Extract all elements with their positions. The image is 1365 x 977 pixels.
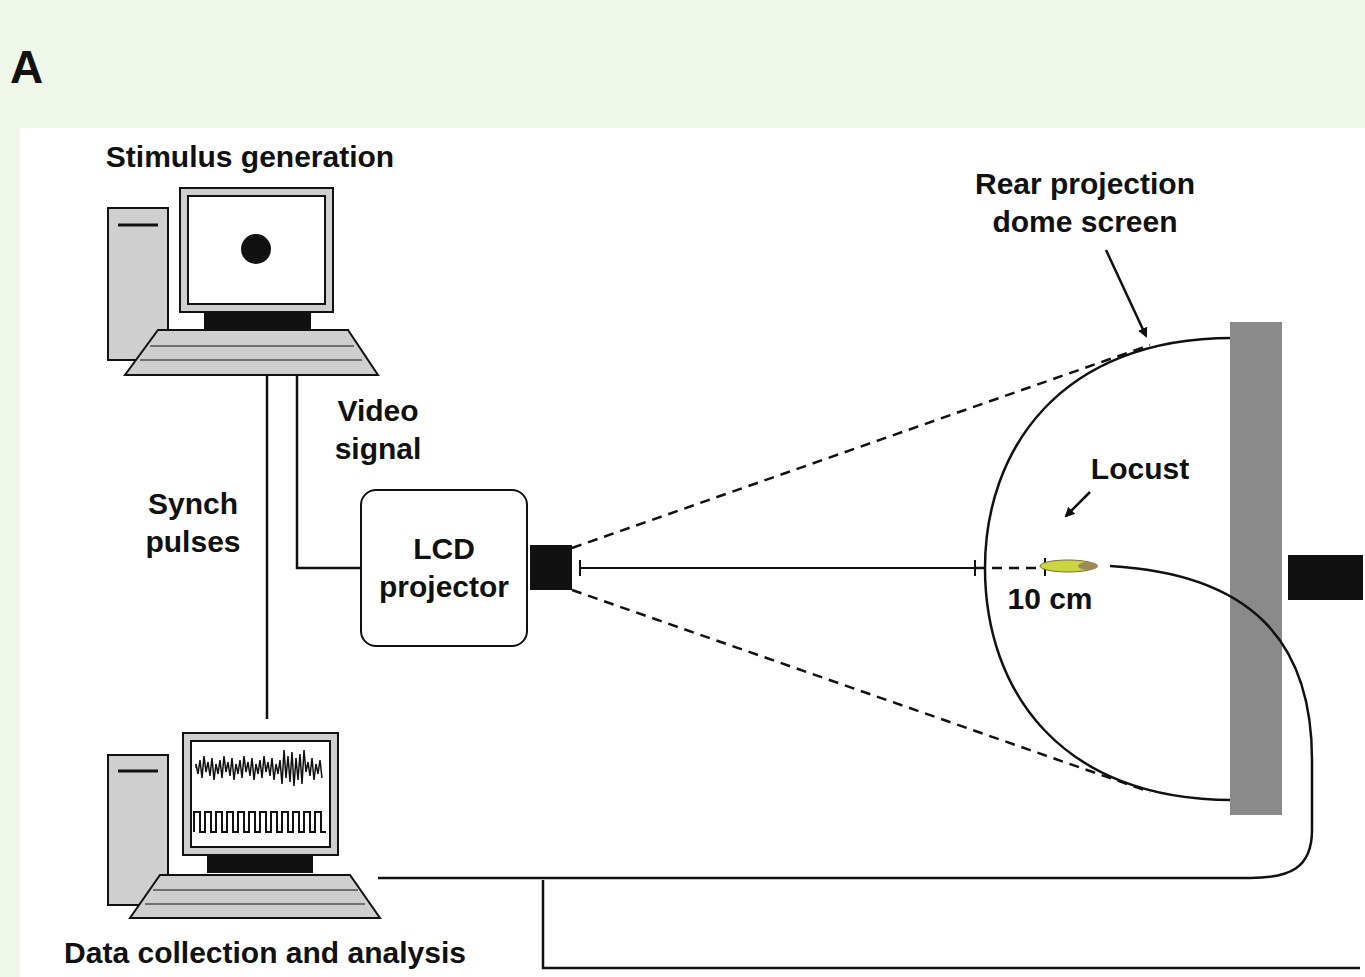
projection-cone — [572, 345, 1150, 792]
stimulus-computer — [108, 188, 378, 375]
data-computer — [108, 733, 380, 918]
part-label: Locust — [1070, 450, 1210, 488]
leader-arrow — [1106, 250, 1146, 336]
part-label: Rear projection dome screen — [940, 165, 1230, 241]
locust — [1040, 560, 1098, 572]
dome-screen — [985, 338, 1232, 800]
projector-lens — [530, 545, 572, 590]
computer-title: Data collection and analysis — [64, 934, 466, 972]
edge-label: Synch pulses — [128, 485, 258, 561]
computer-node: Data collection and analysis — [15, 719, 515, 972]
mounting-plate — [1230, 322, 1282, 815]
part-label: 10 cm — [990, 580, 1110, 618]
projector-box: LCD projector — [360, 489, 528, 647]
box-label: LCD projector — [370, 530, 518, 606]
leader-arrow — [1066, 492, 1090, 516]
recording-device — [1288, 555, 1363, 600]
edge-label: Video signal — [318, 392, 438, 468]
signal-line — [266, 376, 269, 719]
distance-line — [580, 558, 1045, 576]
computer-node: Stimulus generation — [70, 138, 430, 376]
panel-letter: A — [10, 38, 60, 96]
computer-title: Stimulus generation — [106, 138, 394, 176]
